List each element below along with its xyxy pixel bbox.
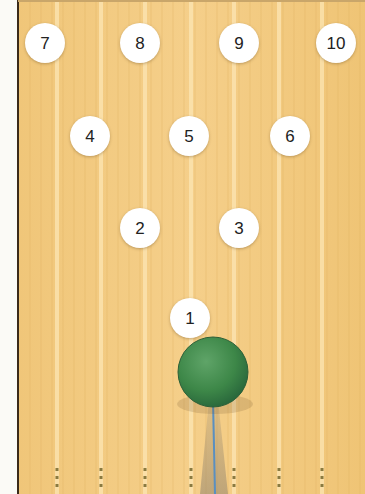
pin-number: 10	[327, 35, 346, 52]
lane-stripe	[189, 0, 193, 494]
board-marker	[190, 484, 193, 487]
pin-number: 9	[234, 35, 243, 52]
ball-trail	[200, 400, 228, 494]
board-marker	[190, 468, 193, 471]
board-marker	[278, 476, 281, 479]
board-marker	[321, 476, 324, 479]
board-marker	[100, 468, 103, 471]
board-marker	[144, 484, 147, 487]
board-line	[261, 0, 262, 494]
lane-edge	[17, 0, 19, 494]
bowling-pin: 5	[169, 116, 209, 156]
lane-boards	[30, 0, 360, 494]
bowling-ball	[178, 337, 248, 407]
board-line	[316, 0, 317, 494]
bowling-pin: 7	[25, 23, 65, 63]
board-markers	[56, 468, 324, 487]
board-marker	[56, 484, 59, 487]
pin-number: 1	[185, 310, 194, 327]
board-line	[129, 0, 130, 494]
board-line	[250, 0, 251, 494]
bowling-pin: 2	[120, 208, 160, 248]
board-line	[107, 0, 108, 494]
ball-path	[213, 400, 215, 494]
bowling-pin: 6	[270, 116, 310, 156]
lane-stripe	[99, 0, 103, 494]
board-line	[228, 0, 229, 494]
board-marker	[233, 468, 236, 471]
lane-stripe	[277, 0, 281, 494]
board-line	[52, 0, 53, 494]
board-line	[173, 0, 174, 494]
board-marker	[233, 476, 236, 479]
lane-surface	[18, 0, 365, 494]
pin-number: 3	[234, 220, 243, 237]
board-marker	[278, 468, 281, 471]
board-line	[305, 0, 306, 494]
board-line	[360, 0, 361, 494]
board-line	[283, 0, 284, 494]
lane-stripe	[55, 0, 59, 494]
board-line	[195, 0, 196, 494]
pin-number: 6	[285, 128, 294, 145]
board-marker	[233, 484, 236, 487]
bowling-pin: 10	[316, 23, 356, 63]
pin-number: 8	[135, 35, 144, 52]
board-line	[327, 0, 328, 494]
pin-number: 7	[40, 35, 49, 52]
pin-deck-edge	[18, 0, 365, 2]
board-marker	[100, 484, 103, 487]
board-line	[30, 0, 31, 494]
board-marker	[278, 484, 281, 487]
board-line	[206, 0, 207, 494]
board-line	[349, 0, 350, 494]
board-marker	[190, 476, 193, 479]
bowling-pin: 9	[219, 23, 259, 63]
board-line	[96, 0, 97, 494]
pin-number: 4	[85, 128, 94, 145]
bowling-pin: 8	[120, 23, 160, 63]
bowling-pin: 1	[170, 298, 210, 338]
board-line	[63, 0, 64, 494]
board-marker	[100, 476, 103, 479]
board-marker	[144, 476, 147, 479]
pin-number: 5	[184, 128, 193, 145]
board-marker	[321, 468, 324, 471]
board-line	[162, 0, 163, 494]
board-line	[151, 0, 152, 494]
lane-stripe	[320, 0, 324, 494]
board-line	[272, 0, 273, 494]
board-marker	[144, 468, 147, 471]
board-marker	[321, 484, 324, 487]
pin-number: 2	[135, 220, 144, 237]
board-marker	[56, 476, 59, 479]
bowling-pin: 3	[219, 208, 259, 248]
board-line	[74, 0, 75, 494]
board-line	[118, 0, 119, 494]
board-marker	[56, 468, 59, 471]
board-line	[184, 0, 185, 494]
board-line	[85, 0, 86, 494]
board-line	[338, 0, 339, 494]
bowling-pin: 4	[70, 116, 110, 156]
board-line	[41, 0, 42, 494]
board-line	[294, 0, 295, 494]
